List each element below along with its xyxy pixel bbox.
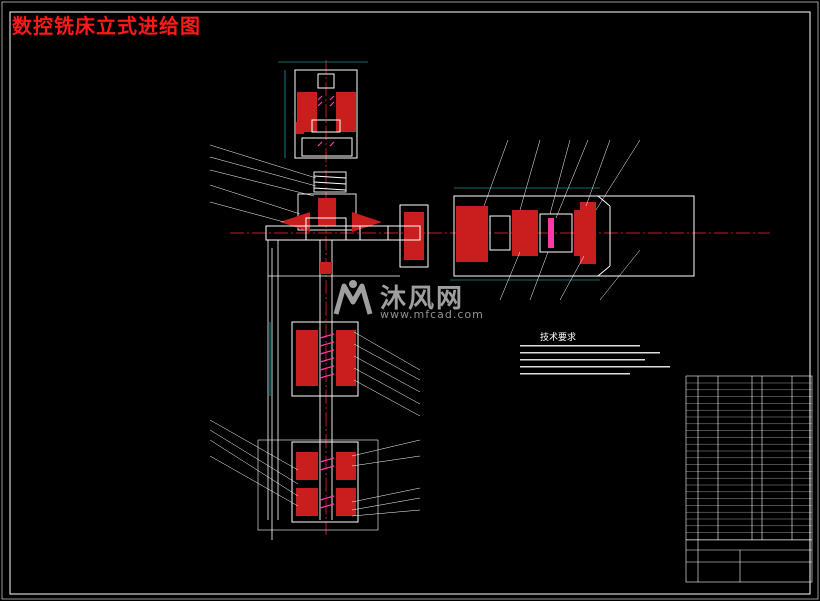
- leader-lines: [209, 139, 641, 517]
- drawing-title: 数控铣床立式进给图: [12, 14, 201, 38]
- watermark-brand: 沐风网: [380, 284, 465, 314]
- inner-frame: [9, 11, 811, 595]
- top-bearing-housing: [278, 61, 368, 159]
- technical-requirements-title: 技术要求: [540, 333, 577, 343]
- technical-notes-text: [520, 345, 670, 375]
- parts-list-rows: [686, 382, 812, 540]
- parts-list-table: [685, 375, 813, 583]
- bottom-bearing-housing: [257, 439, 379, 531]
- upper-spring: [297, 171, 357, 231]
- middle-nut-housing: [269, 321, 359, 397]
- mfcad-logo-icon: [333, 280, 373, 315]
- vertical-shaft: [319, 240, 333, 520]
- motor-coupling-assembly: [359, 187, 695, 281]
- watermark-url: www.mfcad.com: [380, 308, 484, 321]
- watermark: 沐风网 www.mfcad.com: [330, 276, 500, 326]
